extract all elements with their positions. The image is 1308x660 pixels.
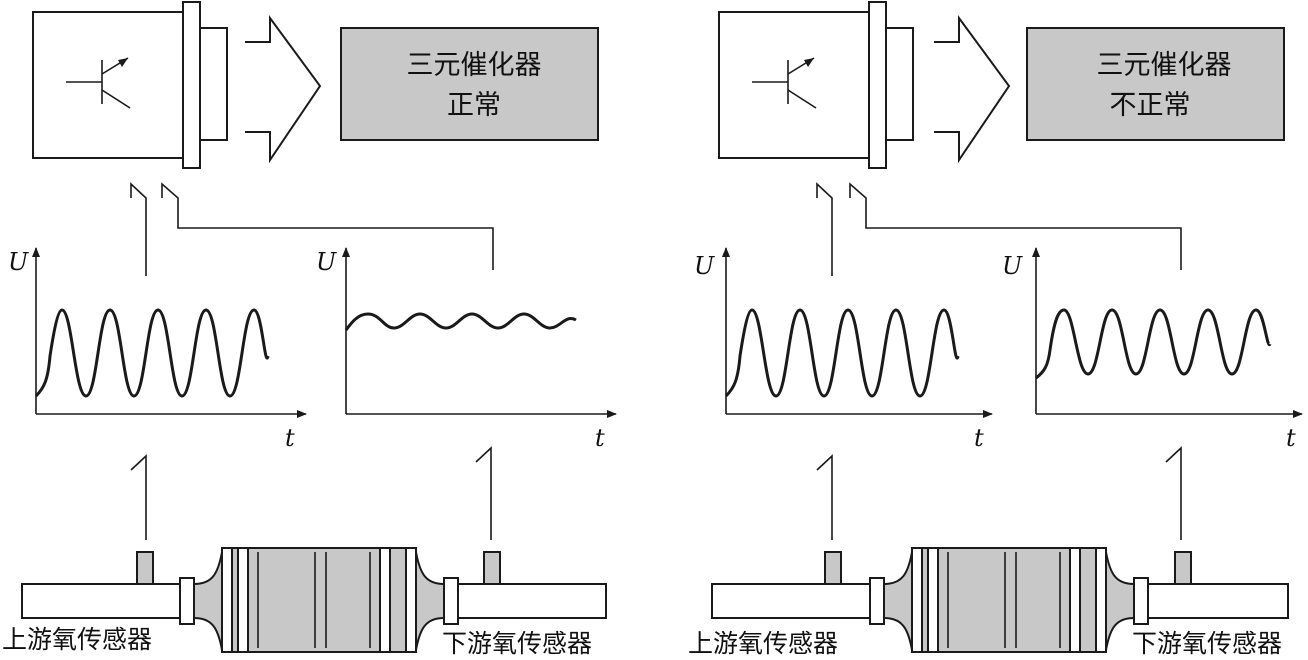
downstream-y-axis-label: U xyxy=(316,248,337,276)
upstream-sensor xyxy=(136,551,154,585)
downstream-x-axis-label: t xyxy=(595,424,605,452)
upstream-graph: U t xyxy=(694,247,993,452)
status-title: 三元催化器 xyxy=(1097,50,1232,81)
downstream-sensor-label: 下游氧传感器 xyxy=(1132,629,1282,658)
ecu-box xyxy=(32,1,228,169)
status-text: 不正常 xyxy=(1110,90,1191,121)
downstream-pointer-line xyxy=(475,446,492,540)
downstream-sensor xyxy=(483,551,501,585)
ecu-box xyxy=(718,1,914,169)
upstream-sensor-label: 上游氧传感器 xyxy=(688,629,838,658)
downstream-graph: U t xyxy=(316,247,617,452)
upstream-y-axis-label: U xyxy=(694,252,715,280)
upstream-y-axis-label: U xyxy=(8,248,29,276)
status-title: 三元催化器 xyxy=(407,50,542,81)
downstream-x-axis-label: t xyxy=(1286,424,1296,452)
exhaust-assembly xyxy=(711,547,1289,653)
status-box: 三元催化器 正常 xyxy=(340,27,599,141)
upstream-pointer-line xyxy=(130,454,147,540)
upstream-waveform xyxy=(34,308,270,398)
upstream-signal-line xyxy=(816,182,833,276)
output-arrow-icon xyxy=(245,14,322,164)
downstream-y-axis-label: U xyxy=(1002,252,1023,280)
downstream-graph: U t xyxy=(1002,247,1303,452)
downstream-signal-line xyxy=(849,182,1182,270)
downstream-signal-line xyxy=(161,182,494,270)
upstream-graph: U t xyxy=(8,247,307,452)
panel-normal: 三元催化器 正常 U t U t xyxy=(2,1,617,658)
upstream-pointer-line xyxy=(816,454,833,540)
downstream-waveform xyxy=(1035,308,1272,380)
upstream-signal-line xyxy=(130,182,147,276)
upstream-x-axis-label: t xyxy=(285,424,295,452)
upstream-waveform xyxy=(724,308,960,398)
status-box: 三元催化器 不正常 xyxy=(1026,27,1285,141)
transistor-icon xyxy=(66,57,131,109)
upstream-sensor-label: 上游氧传感器 xyxy=(2,625,152,654)
transistor-icon xyxy=(752,57,817,109)
downstream-sensor-label: 下游氧传感器 xyxy=(442,629,592,658)
downstream-waveform xyxy=(344,312,577,331)
output-arrow-icon xyxy=(934,14,1011,164)
downstream-pointer-line xyxy=(1165,446,1182,540)
upstream-x-axis-label: t xyxy=(974,424,984,452)
upstream-sensor xyxy=(824,551,842,585)
downstream-sensor xyxy=(1174,551,1192,585)
exhaust-assembly xyxy=(21,547,607,653)
status-text: 正常 xyxy=(447,90,501,121)
panel-abnormal: 三元催化器 不正常 U t U t xyxy=(688,1,1303,658)
